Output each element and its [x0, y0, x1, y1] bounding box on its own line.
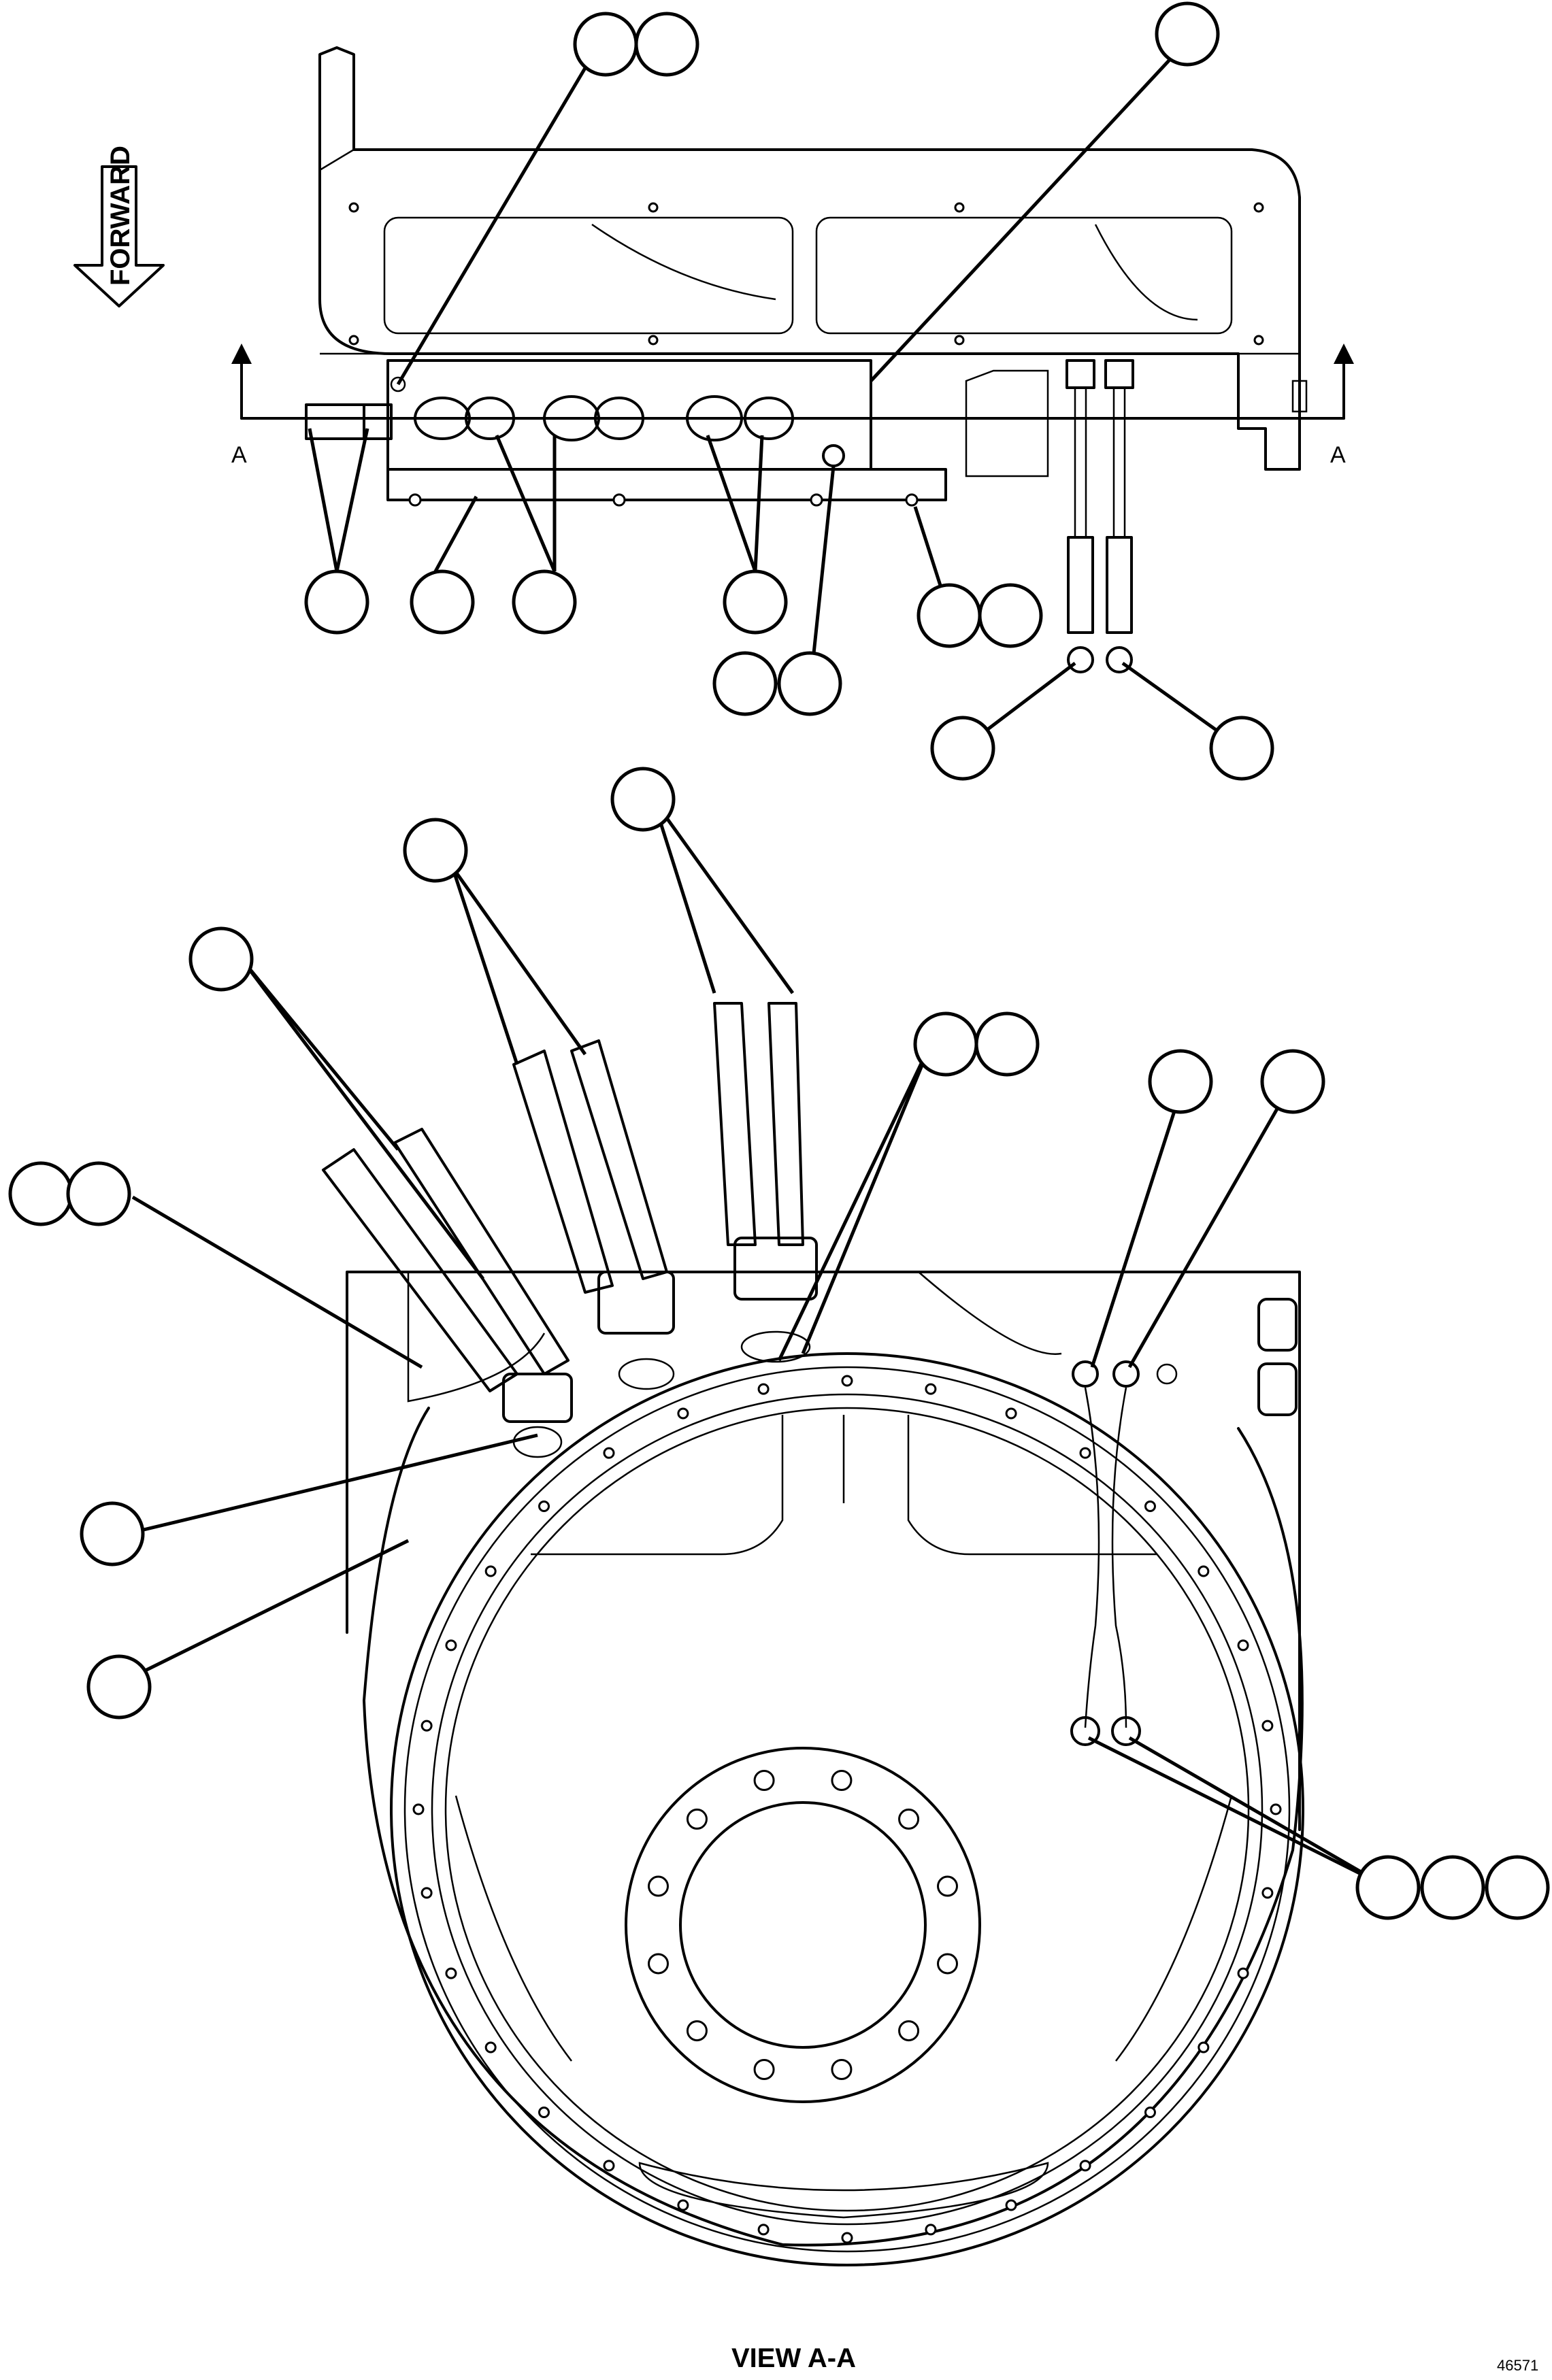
bolt-hole — [412, 1803, 425, 1815]
bolt-hole — [686, 2020, 708, 2042]
callout-bubble — [777, 651, 842, 716]
frame-outline — [346, 1271, 1301, 1831]
callout-bubble — [573, 12, 638, 77]
bolt-hole — [1261, 1887, 1274, 1899]
bolt-hole — [757, 2224, 770, 2236]
section-label-left: A — [231, 442, 247, 468]
callout-bubble — [1209, 716, 1274, 781]
mounting-plate — [386, 359, 872, 471]
bolt-hole — [647, 1875, 669, 1897]
bolt-hole — [1005, 1407, 1017, 1420]
bolt-hole — [1270, 1803, 1282, 1815]
bolt-hole — [1237, 1967, 1249, 1979]
bolt-hole — [841, 1375, 853, 1387]
section-arrow-icon — [1334, 343, 1354, 364]
bolt-hole — [757, 1383, 770, 1395]
housing-ring-bolts — [412, 1375, 1282, 2244]
section-line: A A — [231, 343, 1354, 468]
lower-rail — [386, 468, 947, 501]
section-label-right: A — [1330, 442, 1346, 468]
bolt-hole — [603, 2160, 615, 2172]
bolt-hole — [1005, 2199, 1017, 2211]
hub-bolts — [647, 1769, 959, 2081]
callout-bubble — [512, 569, 577, 635]
bolt-hole — [753, 1769, 775, 1791]
bolt-hole — [925, 2224, 937, 2236]
housing-bolt-holes — [348, 202, 1264, 507]
bolt-hole — [898, 1808, 920, 1830]
top-view: FORWARD — [73, 39, 1354, 750]
bolt-hole — [538, 1501, 550, 1513]
callout-bubble — [403, 818, 468, 883]
hose-pair-right — [713, 1002, 818, 1363]
section-view: VIEW A-A 46571 — [112, 798, 1538, 2374]
callout-bubble — [917, 583, 982, 648]
callout-bubble — [610, 767, 676, 832]
callout-bubble — [80, 1501, 145, 1566]
forward-arrow-icon: FORWARD — [73, 146, 165, 307]
callout-bubble — [188, 926, 254, 992]
bolt-hole — [484, 1565, 497, 1577]
bolt-hole — [420, 1887, 433, 1899]
bolt-hole — [1261, 1720, 1274, 1732]
bolt-hole — [1144, 1501, 1156, 1513]
bolt-hole — [445, 1967, 457, 1979]
bolt-hole — [1198, 1565, 1210, 1577]
callout-bubble — [1485, 1855, 1550, 1920]
view-title: VIEW A-A — [731, 2343, 856, 2373]
bolt-hole — [1079, 1447, 1091, 1459]
bolt-hole — [898, 2020, 920, 2042]
hose-pair-middle — [512, 1039, 675, 1390]
flywheel-housing — [363, 1352, 1304, 2266]
bolt-hole — [925, 1383, 937, 1395]
callout-bubble — [930, 716, 995, 781]
bolt-hole — [686, 1808, 708, 1830]
bolt-hole — [937, 1953, 959, 1975]
hose-pair-left — [322, 1128, 573, 1458]
callout-bubble — [978, 583, 1043, 648]
callout-bubble — [723, 569, 788, 635]
bolt-hole — [603, 1447, 615, 1459]
bolt-hole — [1144, 2106, 1156, 2118]
section-leaders — [112, 798, 1389, 1890]
bolt-hole — [1079, 2160, 1091, 2172]
bolt-hole — [1198, 2041, 1210, 2054]
bolt-hole — [831, 1769, 853, 1791]
callout-bubble — [8, 1161, 73, 1226]
callout-bubble — [1420, 1855, 1485, 1920]
bolt-hole — [937, 1875, 959, 1897]
callout-bubble — [712, 651, 778, 716]
callout-bubble — [1355, 1855, 1421, 1920]
ground-cables-top — [1066, 359, 1134, 673]
callout-bubble — [410, 569, 475, 635]
bolt-hole — [831, 2059, 853, 2081]
ground-straps — [1070, 1360, 1178, 1746]
callout-bubble — [304, 569, 369, 635]
sheet-code: 46571 — [1497, 2357, 1538, 2374]
callout-bubble — [1148, 1049, 1213, 1114]
top-leaders — [308, 39, 1243, 750]
bolt-hole — [841, 2232, 853, 2244]
callout-bubble — [974, 1011, 1040, 1077]
bolt-hole — [677, 1407, 689, 1420]
bolt-hole — [753, 2059, 775, 2081]
callout-bubble — [1155, 1, 1220, 67]
forward-label: FORWARD — [105, 146, 135, 286]
bolt-hole — [538, 2106, 550, 2118]
bolt-hole — [445, 1639, 457, 1652]
callout-bubbles — [8, 1, 1550, 1920]
callout-bubble — [1260, 1049, 1325, 1114]
callout-bubble — [86, 1654, 152, 1720]
callout-bubble — [913, 1011, 978, 1077]
bolt-hole — [1237, 1639, 1249, 1652]
callout-bubble — [634, 12, 699, 77]
callout-bubble — [66, 1161, 131, 1226]
section-arrow-icon — [231, 343, 252, 364]
housing-top-outline — [318, 46, 1301, 471]
bolt-hole — [677, 2199, 689, 2211]
bolt-hole — [420, 1720, 433, 1732]
bolt-hole — [647, 1953, 669, 1975]
bolt-hole — [484, 2041, 497, 2054]
